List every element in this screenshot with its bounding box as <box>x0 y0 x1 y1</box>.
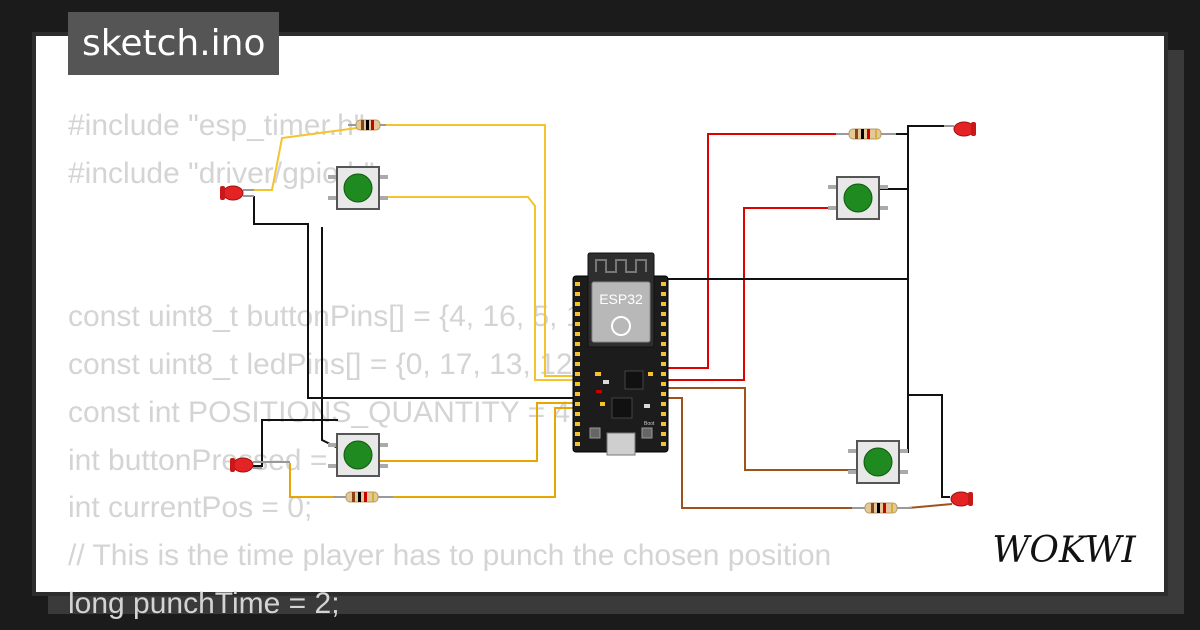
file-title: sketch.ino <box>68 12 280 75</box>
pin-header-left <box>575 282 580 446</box>
wire <box>252 419 338 467</box>
led-red <box>944 121 976 137</box>
led-red <box>230 457 290 473</box>
board-label: ESP32 <box>599 291 643 307</box>
resistor <box>348 119 386 131</box>
code-line: // This is the time player has to punch … <box>68 539 832 573</box>
logo-text: WOKWI <box>992 530 1136 571</box>
wire <box>666 397 862 509</box>
wire <box>253 196 583 399</box>
led-red <box>220 185 254 201</box>
usb-port <box>606 432 636 456</box>
wire <box>666 133 844 369</box>
wire <box>244 127 358 191</box>
code-line: const int POSITIONS_QUANTITY = 4; <box>68 395 579 429</box>
code-line: #include "esp_timer.h" <box>68 109 365 142</box>
led-red <box>950 491 973 507</box>
push-button[interactable] <box>328 166 388 210</box>
resistor <box>852 502 912 514</box>
wire <box>666 207 842 381</box>
resistor <box>333 491 393 503</box>
espressif-icon <box>611 316 631 336</box>
wire <box>907 279 950 498</box>
boot-label: Boot <box>644 421 655 427</box>
push-button[interactable] <box>828 176 888 220</box>
code-line: long punchTime = 2; <box>68 586 340 620</box>
wire <box>289 463 341 498</box>
wire <box>651 126 909 344</box>
wokwi-logo: WOKWI <box>992 530 1136 571</box>
wire <box>890 125 948 135</box>
push-button[interactable] <box>328 433 388 477</box>
antenna-trace <box>595 259 647 273</box>
wire <box>376 124 583 377</box>
code-preview: #include "esp_timer.h" #include "driver/… <box>68 102 831 628</box>
wire <box>907 503 953 509</box>
wire <box>321 227 339 449</box>
resistor <box>836 128 896 140</box>
esp32-board[interactable]: ESP32 Boot <box>572 252 669 456</box>
wire <box>666 387 858 471</box>
wire <box>385 407 583 498</box>
wire <box>378 196 583 381</box>
wire <box>377 402 583 462</box>
push-button[interactable] <box>848 440 908 484</box>
code-line: int currentPos = 0; <box>68 491 313 525</box>
pin-header-right <box>661 282 666 446</box>
